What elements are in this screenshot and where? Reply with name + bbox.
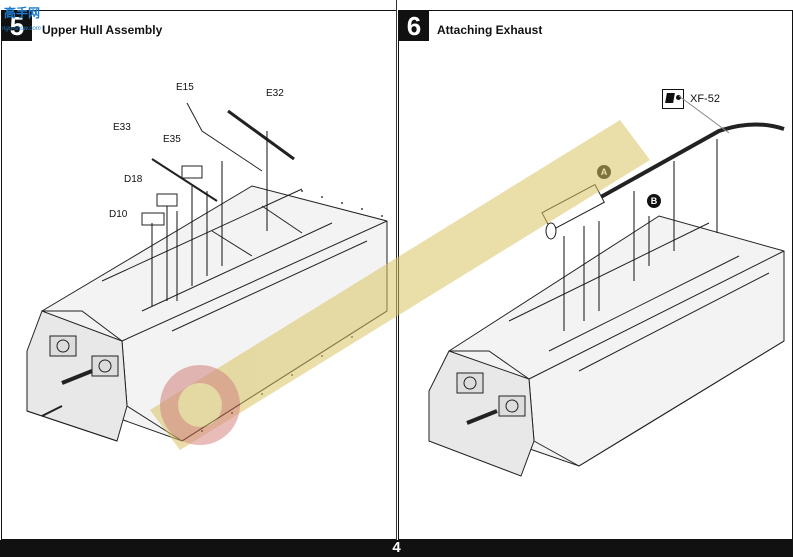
part-label-e33: E33 — [113, 122, 131, 133]
site-url: ngo-show.com — [2, 26, 41, 32]
upper-hull-drawing — [26, 102, 388, 442]
step-title: Attaching Exhaust — [437, 23, 543, 37]
step-5-panel: 5 Upper Hull Assembly E15 E32 E33 E35 D1… — [1, 10, 397, 540]
step-6-panel: 6 Attaching Exhaust XF-52 A B — [398, 10, 793, 540]
part-label-d18: D18 — [124, 174, 143, 185]
footer-bar — [0, 540, 793, 557]
callout-b: B — [647, 194, 661, 208]
exhaust-drawing — [428, 95, 785, 477]
part-label-e15: E15 — [176, 82, 194, 93]
page-gutter — [396, 0, 397, 557]
part-label-e32: E32 — [266, 88, 284, 99]
step-number-badge: 5 — [2, 11, 32, 41]
part-label-d10: D10 — [109, 209, 128, 220]
paint-code: XF-52 — [690, 93, 720, 105]
step-title: Upper Hull Assembly — [42, 23, 163, 37]
site-logo: 高手网 — [4, 6, 41, 20]
page-number: 4 — [392, 539, 401, 556]
step-number-badge: 6 — [399, 11, 429, 41]
